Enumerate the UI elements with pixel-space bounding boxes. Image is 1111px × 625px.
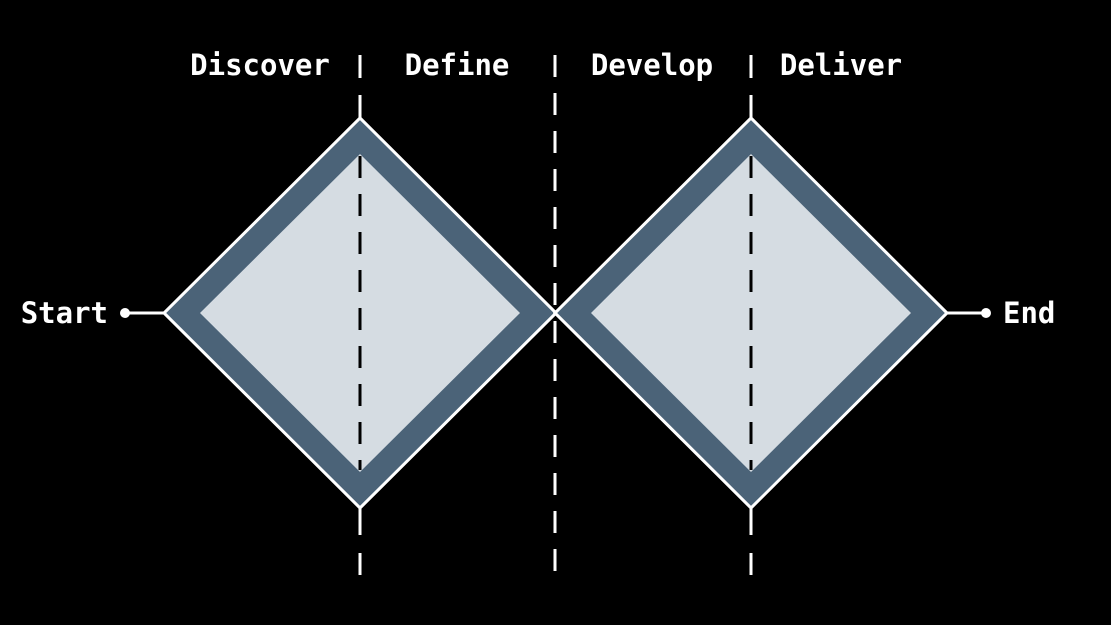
start-dot [120, 308, 130, 318]
end-label: End [1003, 296, 1055, 330]
start-connector [120, 308, 164, 318]
end-connector [947, 308, 991, 318]
phase-label-deliver: Deliver [780, 48, 902, 82]
phase-label-define: Define [405, 48, 510, 82]
start-label: Start [21, 296, 108, 330]
phase-label-develop: Develop [591, 48, 713, 82]
end-dot [981, 308, 991, 318]
phase-label-discover: Discover [190, 48, 330, 82]
phase-dividers [358, 55, 753, 575]
